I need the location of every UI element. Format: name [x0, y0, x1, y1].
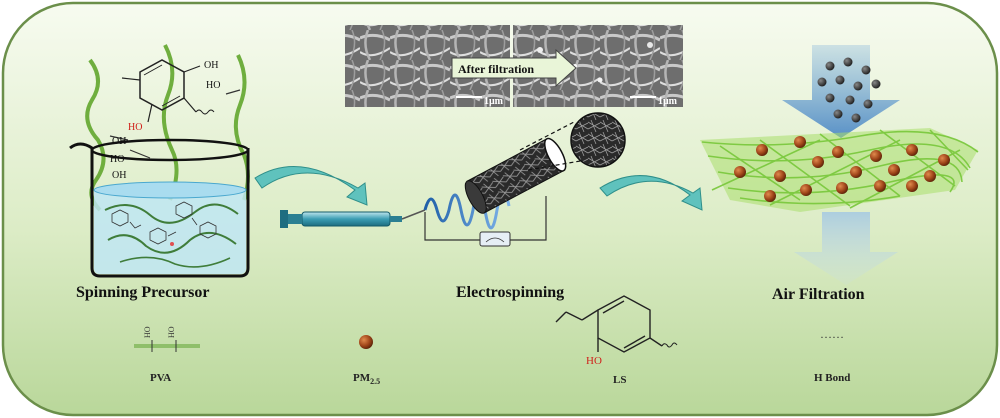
after-filtration-arrow: [451, 48, 577, 88]
pva-hydroxyl-label-2: HO: [167, 326, 176, 338]
legend-label-pm25: PM2.5: [353, 372, 380, 386]
hydroxyl-label-6: OH: [112, 170, 126, 181]
precursor-illustration: [69, 44, 250, 278]
electrospinning-setup: [280, 112, 626, 247]
stage-label-electrospinning: Electrospinning: [456, 284, 565, 301]
legend-pm-particle-icon: [359, 335, 373, 349]
legend-label-pm-sub: 2.5: [370, 377, 381, 387]
hydroxyl-label-1: OH: [204, 60, 218, 71]
hydroxyl-label-3: HO: [128, 122, 142, 133]
hydroxyl-label-5: HO: [110, 154, 124, 165]
legend-pva-icon: [134, 340, 200, 352]
legend-label-hbond: H Bond: [814, 372, 851, 384]
legend-label-pm-main: PM: [353, 372, 371, 384]
legend-label-ls: LS: [613, 374, 627, 386]
stage-label-precursor: Spinning Precursor: [76, 284, 210, 301]
legend-label-pva: PVA: [150, 372, 172, 384]
legend-ls-structure-icon: [555, 295, 678, 353]
stage-label-filtration: Air Filtration: [772, 286, 865, 303]
after-filtration-label: After filtration: [458, 62, 534, 76]
hydroxyl-label-2: HO: [206, 80, 220, 91]
legend-hbond-symbol: ……: [820, 327, 844, 341]
hydroxyl-label-4: OH: [112, 136, 126, 147]
sem-scale-label-right: 1μm: [658, 96, 678, 107]
sem-scale-label-left: 1μm: [484, 96, 504, 107]
filtration-illustration: [700, 45, 979, 285]
pva-hydroxyl-label-1: HO: [143, 326, 152, 338]
process-arrow-1: [254, 166, 368, 206]
process-arrow-2: [599, 175, 703, 211]
ls-hydroxyl-label: HO: [586, 355, 602, 367]
